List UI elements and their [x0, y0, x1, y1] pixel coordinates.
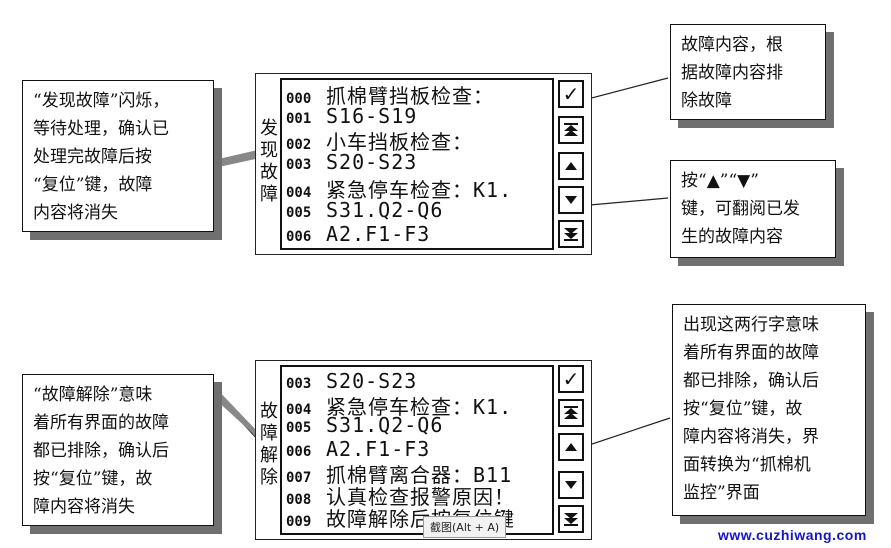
double-down-arrow-icon — [564, 228, 578, 241]
check-icon: ✓ — [562, 367, 580, 391]
confirm-button[interactable]: ✓ — [558, 365, 584, 393]
double-down-arrow-icon — [564, 513, 578, 526]
callout-page-keys: 按“▲”“▼” 键，可翻阅已发 生的故障内容 — [670, 160, 836, 258]
page-up-button[interactable] — [558, 399, 584, 427]
down-button[interactable] — [558, 471, 584, 499]
callout-screen-switch: 出现这两行字意味 着所有界面的故障 都已排除，确认后 按“复位”键，故 障内容将… — [672, 304, 866, 516]
up-arrow-icon — [565, 162, 577, 170]
up-arrow-icon — [565, 443, 577, 451]
callout-fault-cleared: “故障解除”意味 着所有界面的故障 都已排除，确认后 按“复位”键，故 障内容将… — [22, 374, 214, 526]
double-up-arrow-icon — [564, 406, 578, 419]
check-icon: ✓ — [562, 82, 580, 106]
page-up-button[interactable] — [558, 116, 584, 144]
down-arrow-icon — [565, 481, 577, 489]
fault-found-label: 发 现 故 障 — [260, 118, 278, 205]
confirm-button[interactable]: ✓ — [558, 80, 584, 108]
fault-cleared-label: 故 障 解 除 — [260, 401, 278, 488]
down-button[interactable] — [558, 186, 584, 214]
up-button[interactable] — [558, 433, 584, 461]
watermark-url: www.cuzhiwang.com — [718, 527, 867, 543]
down-arrow-icon — [565, 196, 577, 204]
page-down-button[interactable] — [558, 220, 584, 248]
double-up-arrow-icon — [564, 123, 578, 136]
up-button[interactable] — [558, 152, 584, 180]
callout-fault-found: “发现故障”闪烁， 等待处理，确认已 处理完故障后按 “复位”键，故障 内容将消… — [22, 80, 214, 232]
screenshot-tooltip: 截图(Alt + A) — [423, 516, 507, 538]
callout-fault-content: 故障内容，根 据故障内容排 除故障 — [670, 24, 826, 120]
page-down-button[interactable] — [558, 505, 584, 533]
